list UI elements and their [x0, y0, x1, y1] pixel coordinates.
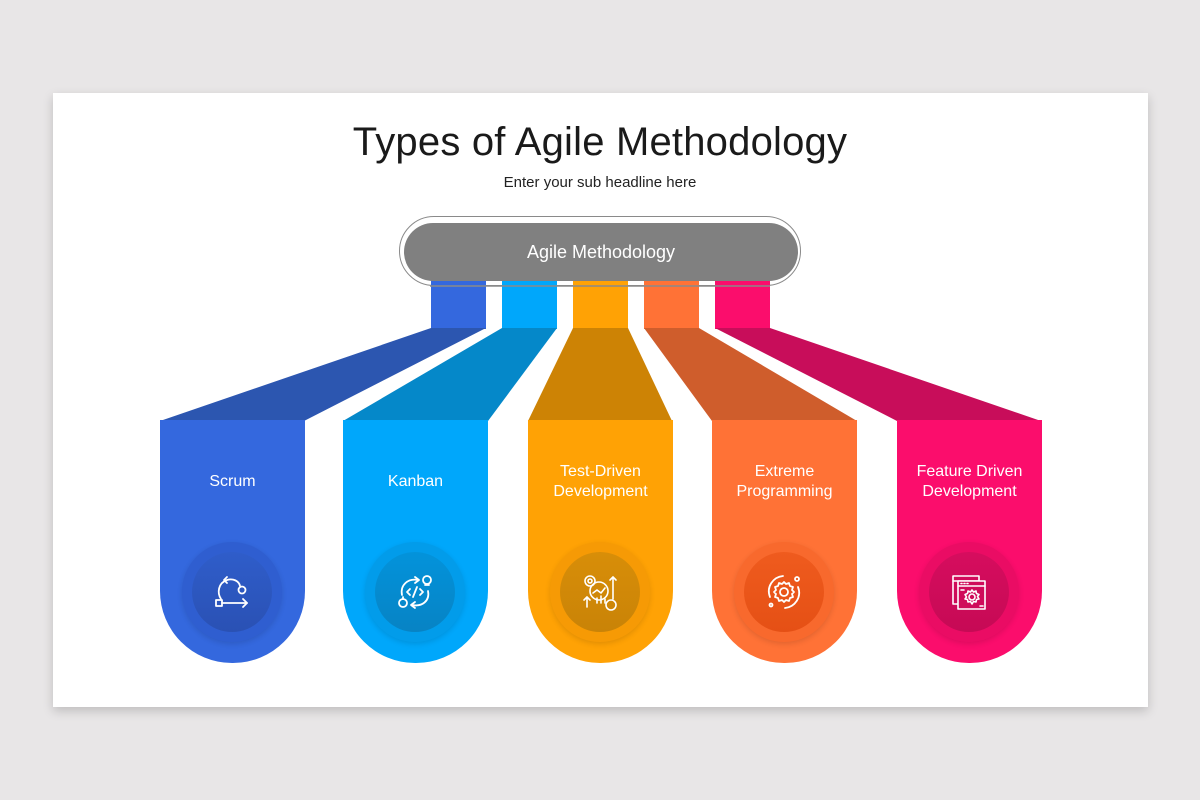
- icon-core: [744, 552, 824, 632]
- code-cycle-icon: [398, 575, 432, 609]
- hub-agile-methodology: Agile Methodology: [404, 223, 798, 281]
- scrum-cycle-icon: [215, 576, 248, 608]
- icon-ring: [734, 542, 834, 642]
- tab-blue: [431, 279, 486, 329]
- icon-core: [375, 552, 455, 632]
- method-card-feature-driven-development: Feature Driven Development: [897, 420, 1042, 663]
- hub-label: Agile Methodology: [526, 241, 676, 262]
- tab-orange: [573, 279, 628, 329]
- tab-orange-red: [644, 279, 699, 329]
- analytics-gear-icon: [583, 575, 617, 611]
- method-label: Feature Driven Development: [916, 463, 1023, 500]
- icon-ring: [919, 542, 1019, 642]
- sub-headline: Enter your sub headline here: [503, 174, 697, 191]
- ribbon-blue: [160, 328, 486, 421]
- icon-core: [192, 552, 272, 632]
- gear-orbit-icon: [768, 575, 800, 609]
- icon-core: [560, 552, 640, 632]
- method-label: Extreme Programming: [736, 463, 833, 500]
- method-card-test-driven-development: Test-Driven Development: [528, 420, 673, 663]
- icon-ring: [182, 542, 282, 642]
- icon-core: [929, 552, 1009, 632]
- tab-cyan: [502, 279, 557, 329]
- tab-pink: [715, 279, 770, 329]
- page-title: Types of Agile Methodology: [352, 120, 848, 164]
- ribbon-orange: [528, 328, 672, 421]
- ribbon-cyan: [343, 328, 557, 421]
- method-label: Scrum: [209, 473, 256, 490]
- icon-ring: [365, 542, 465, 642]
- method-card-scrum: Scrum: [160, 420, 305, 663]
- method-label: Test-Driven Development: [553, 463, 648, 500]
- ribbon-orange-red: [644, 328, 857, 421]
- ribbon-pink: [715, 328, 1041, 421]
- method-card-extreme-programming: Extreme Programming: [712, 420, 857, 663]
- window-settings-icon: [952, 575, 986, 610]
- method-label: Kanban: [387, 473, 444, 490]
- icon-ring: [550, 542, 650, 642]
- method-card-kanban: Kanban: [343, 420, 488, 663]
